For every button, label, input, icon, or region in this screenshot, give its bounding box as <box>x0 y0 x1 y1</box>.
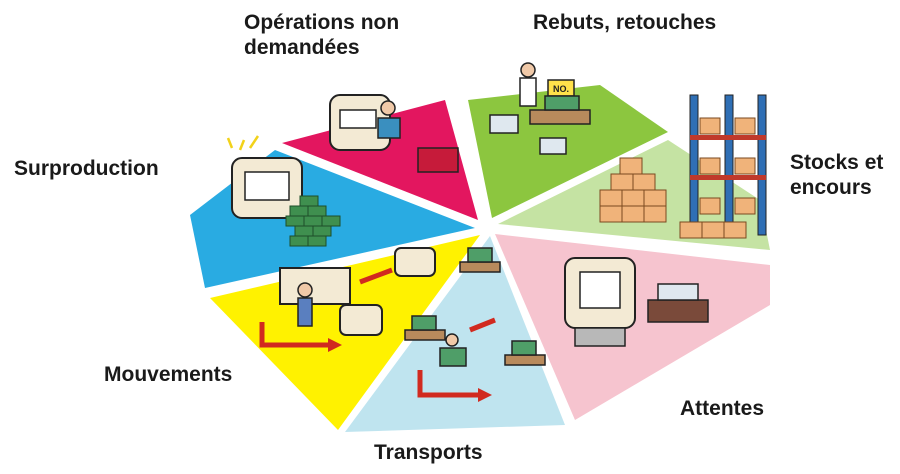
label-operations-non-demandees: Opérations non demandées <box>244 10 399 60</box>
overproduction-illustration <box>226 135 341 247</box>
label-attentes: Attentes <box>680 397 765 420</box>
transport-illustration <box>404 247 546 402</box>
segment-operations <box>282 100 478 220</box>
label-operations-line1: Opérations non <box>244 11 400 34</box>
no-sign-text: NO. <box>553 84 569 94</box>
segment-attentes <box>495 234 770 420</box>
machine-illustration <box>329 94 459 173</box>
rework-illustration: NO. <box>489 62 591 155</box>
label-stocks-encours: Stocks et encours <box>790 150 883 200</box>
label-operations-line2: demandées <box>244 36 360 59</box>
label-mouvements: Mouvements <box>104 363 233 386</box>
label-stocks-line1: Stocks et <box>790 151 884 174</box>
label-surproduction: Surproduction <box>14 157 159 180</box>
label-rebuts-retouches: Rebuts, retouches <box>533 11 717 34</box>
label-stocks-line2: encours <box>790 176 872 199</box>
label-transports: Transports <box>374 441 483 464</box>
stock-rack-illustration <box>599 94 767 239</box>
movement-illustration <box>259 247 436 352</box>
waiting-machine-illustration <box>564 257 709 347</box>
